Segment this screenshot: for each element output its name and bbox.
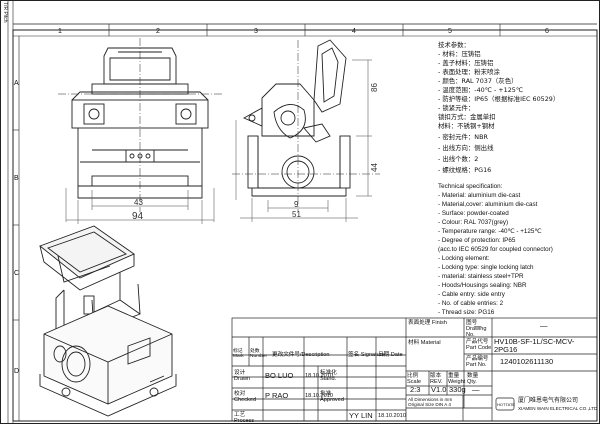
- spec-en-line: - Degree of protection: IP65: [438, 237, 516, 244]
- zone-label-3: 3: [254, 28, 258, 35]
- spec-en-line: - Material,cover: aluminium die-cast: [438, 201, 538, 208]
- zone-label-4: 4: [352, 28, 356, 35]
- part-code-label: 产品代号 Part Code: [466, 339, 492, 351]
- dim-9: 9: [294, 200, 299, 209]
- dimension-note: All Dimensions in mm Original Size DIN A…: [408, 397, 453, 408]
- company-name-cn: 厦门唯恩电气有限公司: [518, 398, 579, 404]
- part-no-label: 产品编号 Part No.: [466, 356, 489, 368]
- process-label: 工艺 Process: [234, 412, 255, 424]
- side-strip-text: T/R Pitch: [2, 2, 8, 23]
- spec-en-line: - Hoods/Housings sealing: NBR: [438, 282, 527, 289]
- drawn-label: 设计 Drawn: [234, 370, 251, 382]
- signature-label: 签名 Signature: [348, 352, 385, 358]
- part-no-value: 1240102611130: [500, 357, 554, 366]
- part-code-value: HV10B-SF-1L/SC-MCV-2PG16: [494, 337, 575, 354]
- zone-label-c: C: [14, 270, 20, 277]
- dim-94: 94: [132, 211, 144, 222]
- zone-label-a: A: [14, 80, 19, 87]
- scale-value: 2:3: [410, 385, 421, 394]
- company-logo: HOTTATE: [497, 402, 516, 407]
- rev-value: V1.0: [431, 385, 447, 394]
- drawing-no-label: 图号 Drawing No.: [466, 320, 487, 338]
- spec-cn-line: 技术参数：: [438, 41, 470, 49]
- drawn-date: 18.10.2010: [305, 373, 333, 379]
- company-name-en: XIAMEN WAIN ELECTRICAL CO.,LTD: [518, 406, 598, 411]
- number-label: 处数 Number: [250, 349, 268, 359]
- spec-en-line: - Locking type: single locking latch: [438, 264, 534, 271]
- material-label: 材料 Material: [408, 340, 441, 346]
- zone-label-d: D: [14, 368, 20, 375]
- spec-en-line: (acc.to IEC 60529 for coupled connector): [438, 246, 553, 253]
- spec-en-line: - No. of cable entries: 2: [438, 300, 504, 307]
- zone-label-1: 1: [58, 28, 62, 35]
- spec-cn-line: - 材料：压铸铝: [438, 50, 481, 58]
- spec-cn-line: - 防护等级：IP65（根据标准IEC 60529）: [438, 95, 560, 103]
- dim-51: 51: [292, 210, 301, 219]
- spec-cn-line: - 盖子材料：压铸铝: [438, 59, 494, 67]
- zone-label-6: 6: [545, 28, 549, 35]
- modification-label: 更改文件号/Description: [272, 352, 330, 358]
- spec-en-line: - Surface: powder-coated: [438, 210, 509, 217]
- spec-cn-line: - 出线个数：2: [438, 155, 479, 163]
- spec-en-line: - Thread size: PG16: [438, 309, 495, 316]
- zone-label-b: B: [14, 175, 19, 182]
- dim-43: 43: [134, 198, 143, 207]
- drawn-name: BO LUO: [265, 371, 294, 380]
- rev-label: 版本 REV.: [430, 373, 443, 385]
- spec-cn-line: 锁扣方式：金属单扣: [438, 113, 496, 121]
- spec-cn-line: - 出线方向：侧出线: [438, 144, 494, 152]
- zone-label-2: 2: [156, 28, 160, 35]
- scale-label: 比例 Scale: [407, 373, 421, 385]
- spec-en-line: Technical specification:: [438, 183, 503, 190]
- dim-44: 44: [370, 163, 379, 172]
- spec-cn-line: - 密封元件：NBR: [438, 133, 488, 141]
- checked-label: 校对 Checked: [234, 391, 257, 403]
- approved-label: 批准 Approved: [320, 391, 344, 403]
- material-value: —: [474, 349, 482, 358]
- spec-cn-line: - 温度范围：-40℃ - +125℃: [438, 86, 524, 94]
- spec-cn-line: - 颜色：RAL 7037（灰色）: [438, 77, 518, 85]
- spec-en-line: - Cable entry: side entry: [438, 291, 505, 298]
- approved-date: 18.10.2010: [378, 413, 406, 419]
- spec-cn-line: 材料：不锈钢+钢材: [438, 122, 495, 130]
- spec-cn-line: - 锁紧元件：: [438, 104, 475, 112]
- finish-value: —: [474, 321, 482, 330]
- dim-86: 86: [370, 83, 379, 92]
- drawing-no-value: —: [540, 321, 548, 330]
- standard-label: 标准化 Stand.: [320, 370, 337, 382]
- finish-label: 表面处理 Finish: [408, 320, 447, 326]
- zone-label-5: 5: [448, 28, 452, 35]
- mark-label: 标记 Mark: [233, 349, 244, 359]
- checked-date: 18.10.2010: [305, 393, 333, 399]
- spec-en-line: - Material: aluminium die-cast: [438, 192, 521, 199]
- spec-en-line: - Locking element:: [438, 255, 490, 262]
- spec-cn-line: - 表面处理：粉末喷涂: [438, 68, 500, 76]
- checked-name: P RAO: [265, 391, 289, 400]
- date-label: 日期 Date: [378, 352, 403, 358]
- qty-value: —: [472, 385, 480, 394]
- spec-en-line: - Temperature range: -40℃ - +125℃: [438, 228, 542, 235]
- weight-value: 330g: [449, 385, 466, 394]
- weight-label: 重量 Weight: [448, 373, 466, 385]
- spec-en-line: - material: stainless steel+TPR: [438, 273, 524, 280]
- approved-name: YY LIN: [349, 411, 373, 420]
- qty-label: 数量 Qty.: [467, 373, 479, 385]
- spec-cn-line: - 螺纹规格：PG16: [438, 166, 492, 174]
- spec-en-line: - Colour: RAL 7037(grey): [438, 219, 509, 226]
